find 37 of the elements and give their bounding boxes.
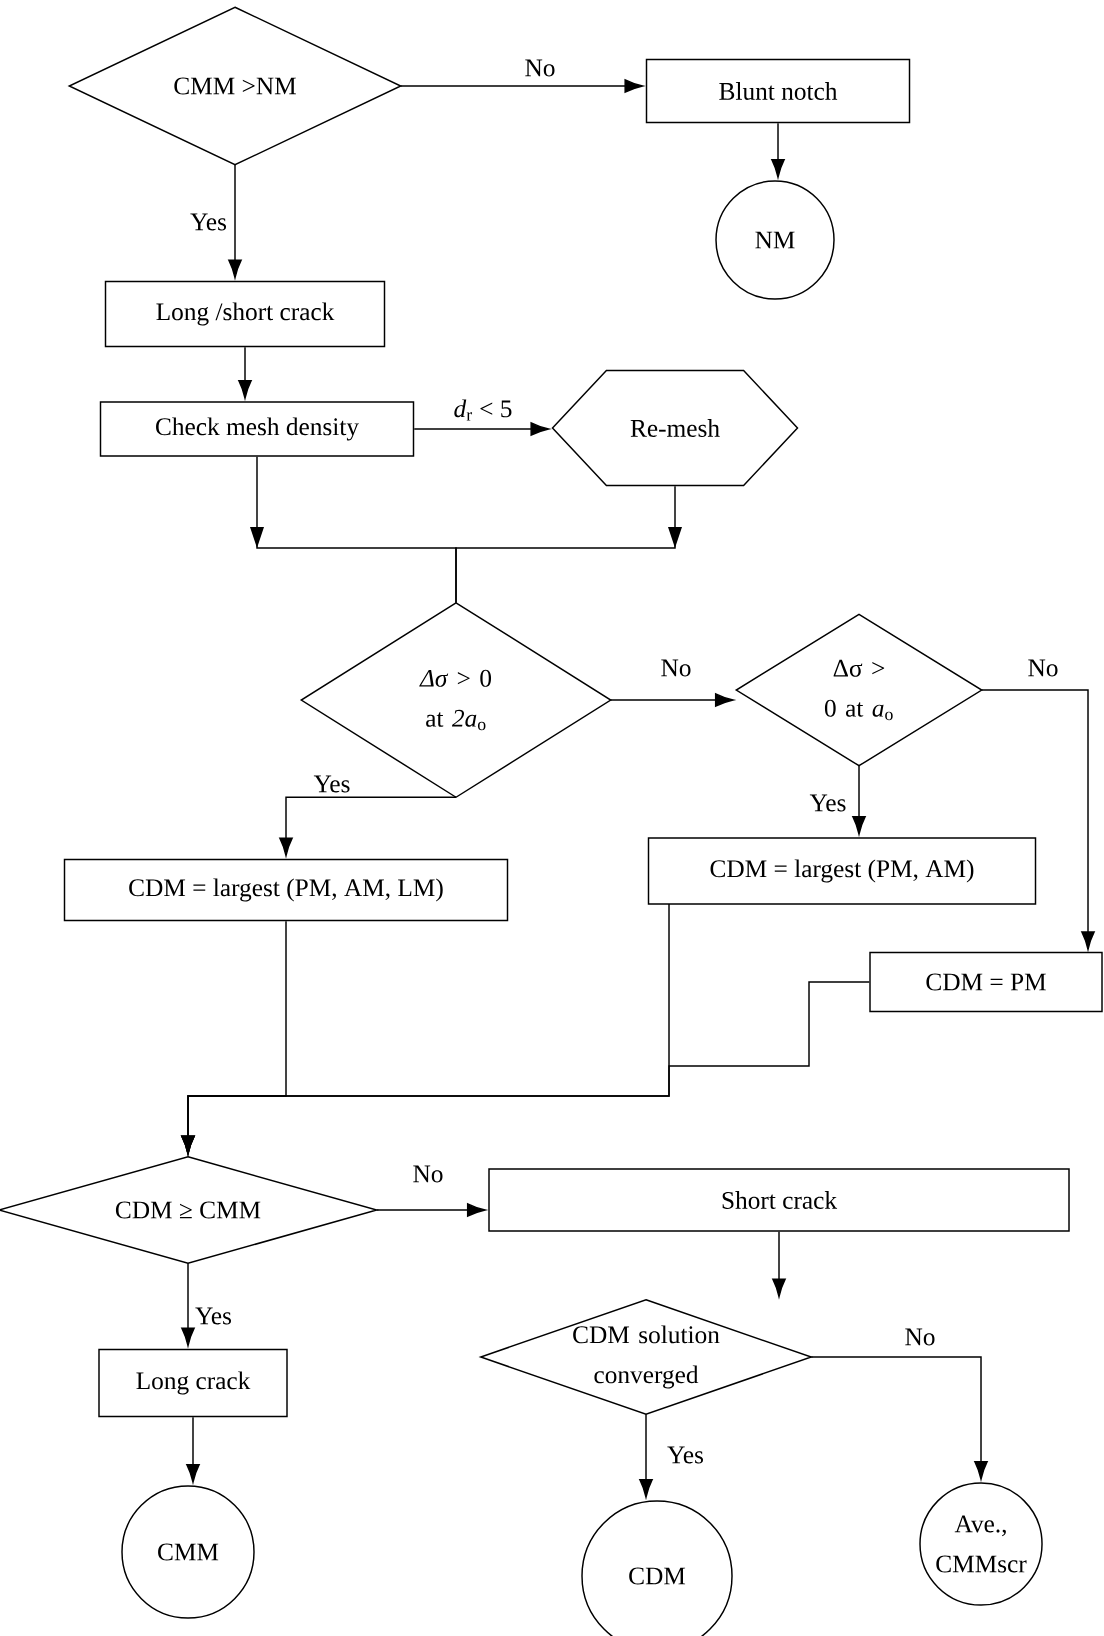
edge-label: No bbox=[411, 1164, 445, 1184]
arrow bbox=[228, 164, 242, 279]
edge-label: No bbox=[903, 1327, 937, 1347]
edge-label: No bbox=[1026, 658, 1060, 678]
process-box: CDM = largest (PM, AM) bbox=[647, 837, 1037, 905]
arrow bbox=[376, 1203, 486, 1217]
arrow bbox=[400, 79, 644, 93]
process-box: Short crack bbox=[488, 1168, 1070, 1232]
process-box: CDM = largest (PM, AM, LM) bbox=[63, 858, 509, 922]
edge-label: Yes bbox=[312, 774, 352, 794]
arrow bbox=[181, 981, 870, 1155]
arrow bbox=[810, 1356, 988, 1480]
arrow bbox=[771, 122, 785, 178]
process-box: Blunt notch bbox=[645, 58, 911, 124]
edge-label: Yes bbox=[188, 212, 229, 232]
arrow bbox=[455, 485, 682, 604]
process-box: CDM = PM bbox=[869, 951, 1103, 1013]
edge-label: d$_{r}$ < 5 bbox=[452, 398, 514, 422]
arrow bbox=[772, 1231, 786, 1298]
edge-label: Yes bbox=[808, 793, 848, 813]
arrow bbox=[238, 346, 252, 399]
arrow bbox=[413, 422, 550, 436]
arrow bbox=[852, 765, 866, 835]
process-box: Check mesh density bbox=[99, 401, 415, 457]
edge-label: No bbox=[523, 58, 557, 78]
arrow bbox=[639, 1413, 653, 1498]
arrow bbox=[181, 1262, 195, 1347]
process-box: Long /short crack bbox=[104, 280, 386, 348]
process-hexagon: Re-mesh bbox=[551, 369, 799, 487]
arrow bbox=[279, 796, 457, 857]
arrow bbox=[981, 689, 1095, 950]
edge-label: No bbox=[659, 658, 693, 678]
arrow bbox=[610, 693, 734, 707]
arrow bbox=[186, 1416, 200, 1483]
edge-label: Yes bbox=[665, 1445, 706, 1465]
process-box: Long crack bbox=[98, 1348, 288, 1418]
edge-label: Yes bbox=[193, 1306, 234, 1326]
